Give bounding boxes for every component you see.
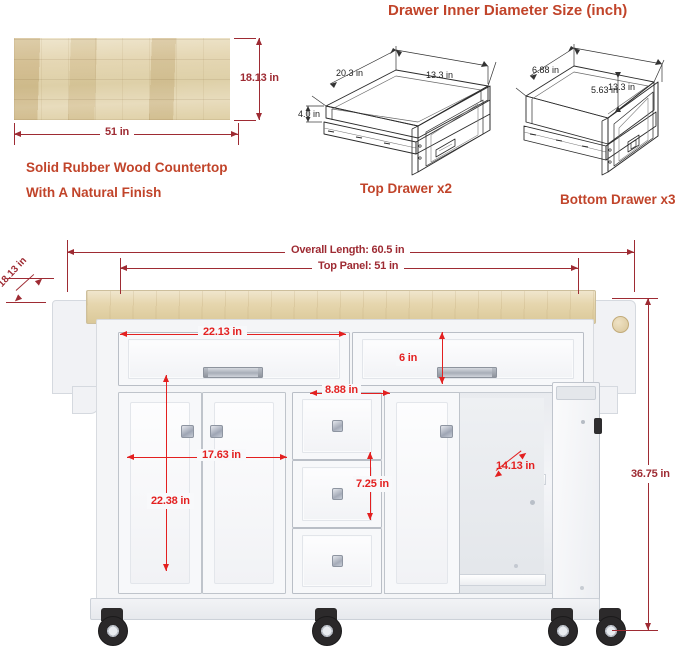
side-depth-label: 18.13 in [0, 255, 30, 290]
bottom-drawer-isometric-drawing: 6.88 in 13.3 in 5.63 in [512, 30, 678, 180]
bottom-drawer-depth-label: 13.3 in [608, 82, 636, 92]
door-knob[interactable] [181, 425, 194, 438]
drawer-knob[interactable] [332, 555, 343, 567]
countertop-wood-swatch [14, 38, 230, 120]
open-door-lower-screw [580, 586, 584, 590]
bottom-drawer-width-label: 6.88 in [532, 65, 560, 75]
top-drawer-right[interactable] [352, 332, 584, 386]
door-knob[interactable] [440, 425, 453, 438]
top-panel-label: Top Panel: 51 in [312, 260, 405, 272]
overall-height-label: 36.75 in [629, 465, 672, 483]
drawer-pull[interactable] [203, 367, 263, 378]
big-drawer-width-label: 22.13 in [198, 326, 247, 338]
countertop-height-label: 18.13 in [240, 72, 279, 84]
small-drawer-bottom[interactable] [292, 528, 382, 594]
top-drawer-isometric-drawing: 20.3 in 13.3 in 4.0 in [298, 30, 500, 180]
lower-door-left-second[interactable] [202, 392, 286, 594]
top-drawer-left[interactable] [118, 332, 350, 386]
drawer-pull[interactable] [437, 367, 497, 378]
shelf-peg [530, 500, 535, 505]
overall-length-label: Overall Length: 60.5 in [285, 244, 411, 256]
drawer-knob[interactable] [332, 488, 343, 500]
small-drawer-top[interactable] [292, 392, 382, 460]
open-door-hinge-top [556, 386, 596, 400]
open-door-hinge-screw [581, 420, 585, 424]
top-drawer-depth-label: 13.3 in [426, 70, 454, 80]
small-drawer-width-label: 8.88 in [322, 384, 361, 396]
door-knob[interactable] [210, 425, 223, 438]
door-height-label: 22.38 in [147, 493, 194, 509]
towel-bar-end-cap [612, 316, 629, 333]
door-width-label: 17.63 in [197, 449, 246, 461]
kitchen-island-cart-elevation [52, 286, 652, 646]
top-drawer-length-label: 20.3 in [336, 68, 364, 78]
small-drawer-height-label: 7.25 in [353, 476, 392, 492]
page-title: Drawer Inner Diameter Size (inch) [388, 2, 628, 19]
bottom-drawer-caption: Bottom Drawer x3 [560, 192, 676, 207]
lower-door-right-closed[interactable] [384, 392, 460, 594]
countertop-caption-line2: With A Natural Finish [26, 185, 162, 200]
lower-door-right-open[interactable] [552, 382, 600, 606]
base-plinth [90, 598, 600, 620]
top-drawer-height-label: 4.0 in [298, 109, 321, 119]
bottom-drawer-height-label: 5.63 in [591, 85, 619, 95]
big-drawer-height-label: 6 in [396, 350, 421, 366]
right-side-bracket [590, 300, 636, 394]
shelf-depth-label: 14.13 in [496, 460, 535, 472]
open-door-handle[interactable] [594, 418, 602, 434]
countertop-width-label: 51 in [100, 126, 135, 138]
countertop-caption-line1: Solid Rubber Wood Countertop [26, 160, 228, 175]
cabinet-back-panel [444, 398, 544, 586]
top-drawer-caption: Top Drawer x2 [360, 181, 453, 196]
cabinet-floor-screw [514, 564, 518, 568]
drawer-knob[interactable] [332, 420, 343, 432]
